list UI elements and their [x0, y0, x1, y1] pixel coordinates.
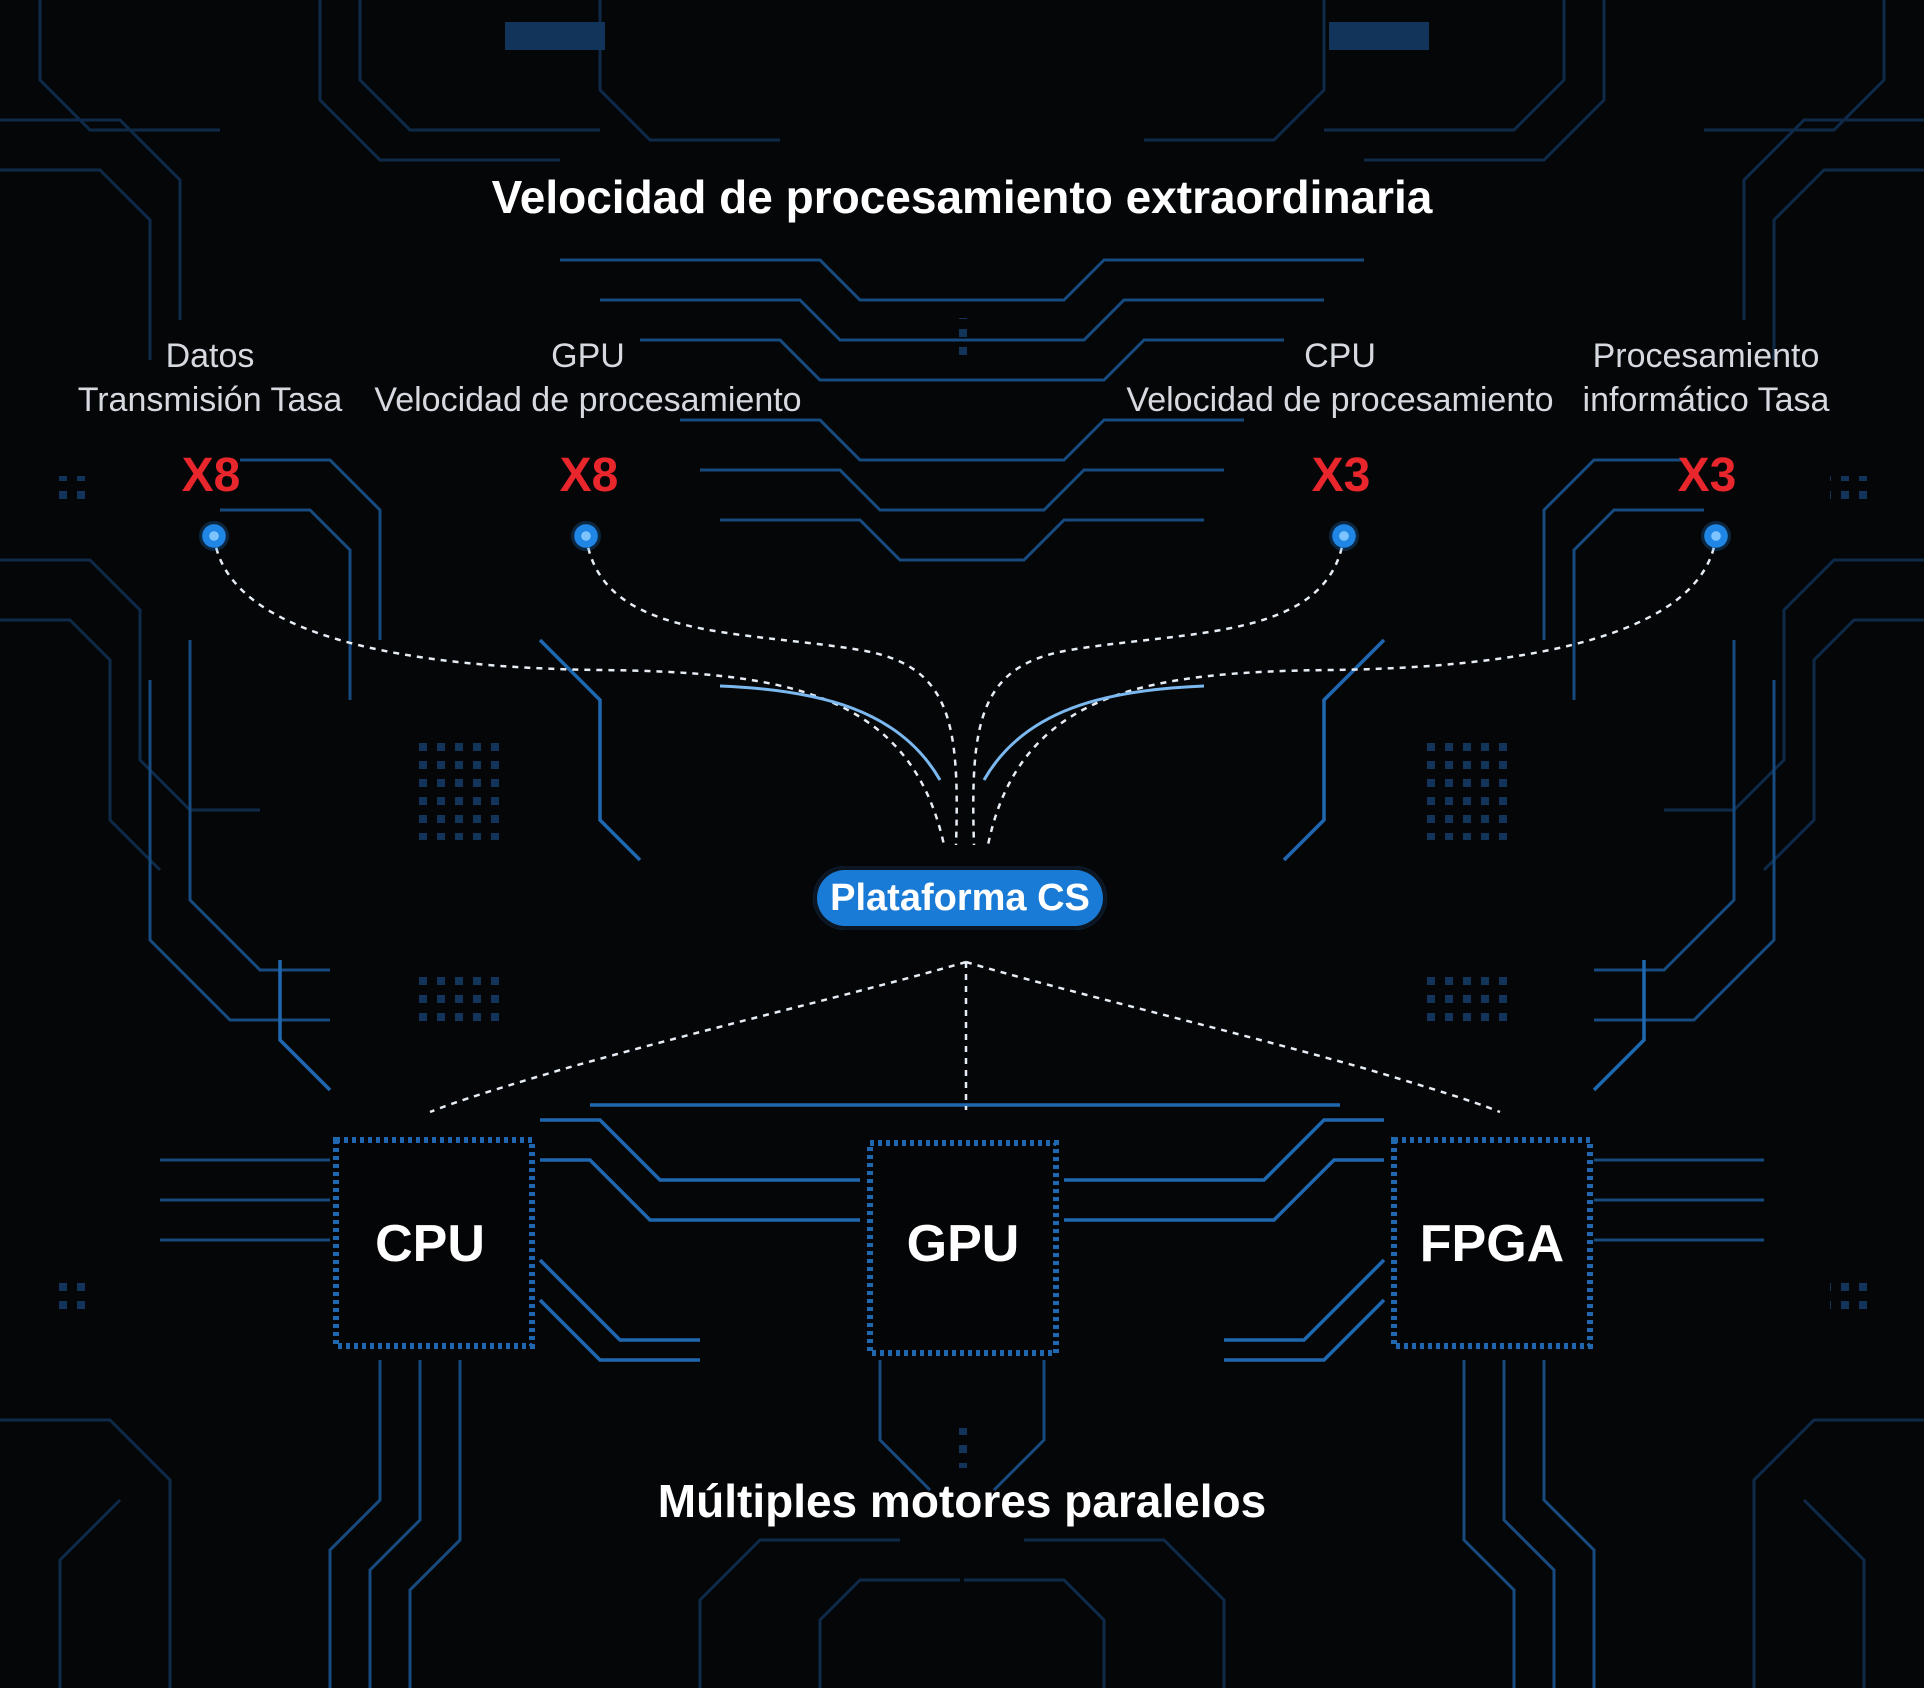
- metric-line-1: Procesamiento: [1592, 337, 1820, 375]
- footer-title: Múltiples motores paralelos: [657, 1475, 1267, 1527]
- multiplier-value: X8: [181, 449, 241, 502]
- page-title: Velocidad de procesamiento extraordinari…: [491, 171, 1433, 223]
- chip-label-gpu: GPU: [906, 1215, 1020, 1273]
- chip-packages: [333, 1137, 1593, 1356]
- metric-data-transmission: Datos Transmisión Tasa: [0, 334, 440, 422]
- connection-node-icon: [199, 521, 229, 551]
- pad-arrays: [50, 22, 1874, 1468]
- connection-node-icon: [1701, 521, 1731, 551]
- multiplier-value: X3: [1311, 449, 1371, 502]
- metric-line-1: GPU: [551, 337, 625, 375]
- metric-line-2: Velocidad de procesamiento: [1126, 381, 1554, 419]
- metric-line-2: informático Tasa: [1582, 381, 1830, 419]
- metric-line-1: Datos: [165, 337, 255, 375]
- metric-line-2: Velocidad de procesamiento: [374, 381, 802, 419]
- metric-line-1: CPU: [1304, 337, 1376, 375]
- chip-label-fpga: FPGA: [1419, 1215, 1565, 1273]
- connection-node-icon: [1329, 521, 1359, 551]
- connection-node-icon: [571, 521, 601, 551]
- glow-lines: [600, 670, 1324, 781]
- multiplier-value: X3: [1677, 449, 1737, 502]
- platform-badge: Plataforma CS: [813, 866, 1107, 930]
- connector-lines: [212, 535, 1718, 1114]
- metric-cpu-speed: CPU Velocidad de procesamiento: [1110, 334, 1570, 422]
- metric-line-2: Transmisión Tasa: [77, 381, 343, 419]
- metric-computing-rate: Procesamiento informático Tasa: [1476, 334, 1924, 422]
- multiplier-value: X8: [559, 449, 619, 502]
- chip-label-cpu: CPU: [375, 1215, 485, 1273]
- metric-gpu-speed: GPU Velocidad de procesamiento: [358, 334, 818, 422]
